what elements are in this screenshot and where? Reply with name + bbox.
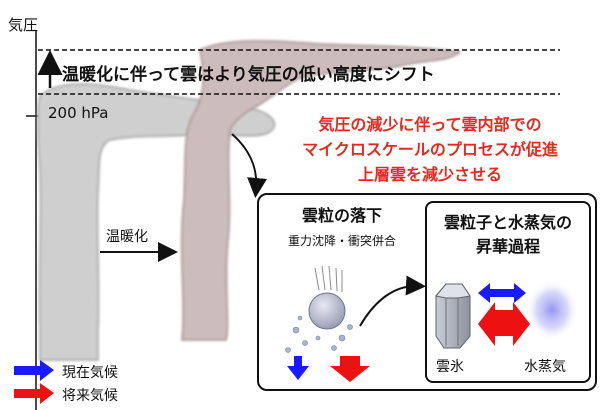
process-statement-line-1: 気圧の減少に伴って雲内部での	[262, 112, 598, 137]
warming-label: 温暖化	[106, 226, 148, 246]
cloud-ice-label: 雲氷	[436, 356, 464, 376]
legend-present-label: 現在気候	[62, 362, 118, 382]
water-vapor-label: 水蒸気	[524, 356, 566, 376]
pressure-axis-label: 気圧	[8, 14, 38, 35]
cloud-droplet-large	[309, 293, 345, 329]
water-vapor-blob	[526, 280, 578, 340]
present-climate-cloud	[38, 84, 275, 360]
legend-future-label: 将来気候	[62, 385, 118, 405]
cloud-ice-crystal	[436, 284, 470, 348]
process-statement-line-2: マイクロスケールのプロセスが促進	[262, 137, 598, 162]
process-statement-line-3: 上層雲を減少させる	[262, 162, 598, 187]
falling-box-subtitle: 重力沈降・衝突併合	[262, 232, 422, 249]
legend-arrow-present	[14, 360, 54, 381]
cloud-shift-statement: 温暖化に伴って雲はより気圧の低い高度にシフト	[62, 60, 435, 85]
falling-box-title: 雲粒の落下	[262, 205, 422, 227]
sublimation-box-title-line-1: 雲粒子と水蒸気の	[428, 212, 588, 234]
legend-arrow-future	[14, 383, 54, 404]
sublimation-box-title-line-2: 昇華過程	[428, 236, 588, 258]
pressure-level-label: 200 hPa	[48, 104, 108, 122]
process-pointer-arrow	[232, 134, 256, 190]
